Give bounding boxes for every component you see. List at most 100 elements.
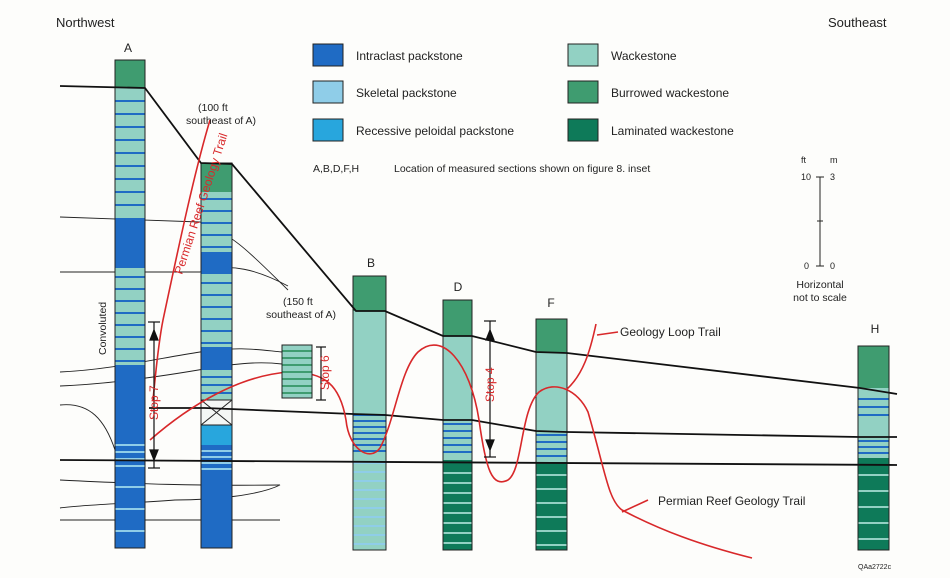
lithology-band xyxy=(353,471,386,473)
section-label-f: F xyxy=(547,296,554,310)
lithology-band xyxy=(115,139,145,141)
lithology-band xyxy=(115,126,145,128)
lithology-band xyxy=(536,502,567,504)
lithology-band xyxy=(353,507,386,509)
lithology-layer xyxy=(115,218,145,268)
lithology-band xyxy=(115,451,145,453)
inset-band xyxy=(282,364,312,366)
lithology-band xyxy=(353,432,386,434)
lithology-band xyxy=(115,100,145,102)
northwest-label: Northwest xyxy=(56,15,115,30)
lithology-band xyxy=(115,530,145,532)
lithology-band xyxy=(536,530,567,532)
lithology-band xyxy=(115,444,145,446)
inset-band xyxy=(282,357,312,359)
correlation-line-middle xyxy=(149,407,897,438)
lithology-band xyxy=(353,438,386,440)
lithology-layer xyxy=(353,276,386,311)
scale-ft-top: 10 xyxy=(801,172,811,182)
sec100-label-line2: southeast of A) xyxy=(186,115,256,127)
lithology-layer xyxy=(858,468,889,550)
geology-loop-trail-label: Geology Loop Trail xyxy=(620,325,721,339)
lithology-layer xyxy=(201,347,232,370)
lithology-band xyxy=(201,462,232,464)
lithology-band xyxy=(858,414,889,416)
lithology-band xyxy=(201,330,232,332)
lithology-band xyxy=(201,456,232,458)
lithology-band xyxy=(353,420,386,422)
lithology-layer xyxy=(201,163,232,192)
lithology-band xyxy=(536,474,567,476)
scale-note-line1: Horizontal xyxy=(796,279,843,291)
lithology-band xyxy=(201,234,232,236)
lithology-band xyxy=(115,191,145,193)
stop-arrows xyxy=(148,320,496,469)
lithology-band xyxy=(443,423,472,425)
trails xyxy=(149,119,753,559)
annotation-line-inset-1 xyxy=(59,348,283,373)
lithology-band xyxy=(115,288,145,290)
correlation-line-base xyxy=(59,459,898,466)
lithology-band xyxy=(858,440,889,442)
lithology-band xyxy=(858,406,889,408)
section-label-d: D xyxy=(454,280,463,294)
vertical-scale: ft m 10 3 0 0 Horizontal not to scale xyxy=(793,155,847,304)
geology-loop-trail-leader xyxy=(596,331,619,336)
lithology-band xyxy=(858,474,889,476)
lithology-band xyxy=(115,300,145,302)
sections-note-text: Location of measured sections shown on f… xyxy=(394,163,650,175)
legend-label-wackestone: Wackestone xyxy=(611,49,677,63)
lithology-layer xyxy=(443,420,472,460)
correlation-lines xyxy=(59,85,898,466)
lithology-band xyxy=(353,534,386,536)
legend-label-skeletal: Skeletal packstone xyxy=(356,86,457,100)
section-column-b xyxy=(352,275,387,551)
scale-ft-bottom: 0 xyxy=(804,261,809,271)
southeast-label: Southeast xyxy=(828,15,887,30)
lithology-band xyxy=(201,294,232,296)
lithology-band xyxy=(443,492,472,494)
section-column-a xyxy=(114,59,146,549)
lithology-band xyxy=(443,512,472,514)
scale-ft-unit: ft xyxy=(801,155,807,165)
section-label-b: B xyxy=(367,256,375,270)
lithology-layer xyxy=(353,311,386,412)
section-label-h: H xyxy=(871,322,880,336)
legend-label-laminated: Laminated wackestone xyxy=(611,124,734,138)
legend-label-peloidal: Recessive peloidal packstone xyxy=(356,124,514,138)
stop6-label: Stop 6 xyxy=(318,355,332,390)
measured-sections xyxy=(114,59,890,551)
permian-reef-trail-upper xyxy=(152,119,211,401)
lithology-band xyxy=(201,282,232,284)
lithology-layer xyxy=(443,460,472,550)
inset-column xyxy=(281,344,313,399)
lithology-band xyxy=(201,342,232,344)
geology-loop-trail xyxy=(565,323,597,391)
section-column-d xyxy=(442,299,473,551)
lithology-band xyxy=(353,444,386,446)
inset-band xyxy=(282,371,312,373)
lithology-band xyxy=(536,448,567,450)
lithology-band xyxy=(353,450,386,452)
lithology-band xyxy=(115,312,145,314)
sections-note-ids: A,B,D,F,H xyxy=(313,163,359,175)
lithology-band xyxy=(201,306,232,308)
column-outline xyxy=(442,299,473,551)
legend-swatch-intraclast xyxy=(312,43,344,67)
inset-outline xyxy=(281,344,313,399)
lithology-band xyxy=(353,498,386,500)
inset-band xyxy=(282,378,312,380)
inset-band xyxy=(282,392,312,394)
lithology-layer xyxy=(536,352,567,432)
permian-reef-trail-label: Permian Reef Geology Trail xyxy=(658,494,805,508)
legend-swatch-skeletal xyxy=(312,80,344,104)
lithology-band xyxy=(443,522,472,524)
lithology-band xyxy=(201,384,232,386)
lithology-layer xyxy=(858,346,889,388)
lithology-band xyxy=(115,204,145,206)
lithology-layer xyxy=(115,365,145,440)
lithology-band xyxy=(201,246,232,248)
lithology-layer xyxy=(201,274,232,347)
lithology-band xyxy=(536,434,567,436)
